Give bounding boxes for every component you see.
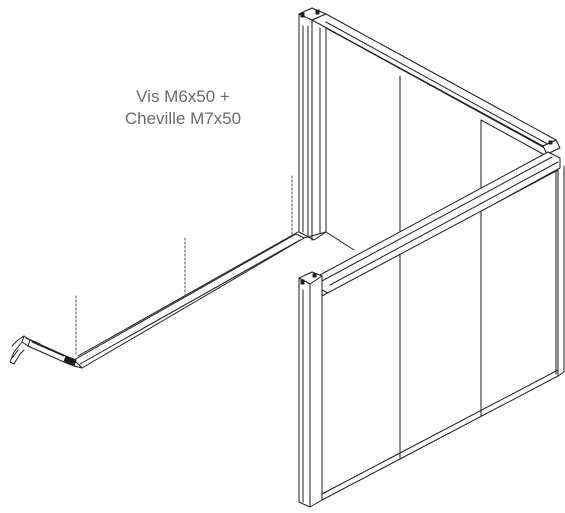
caulking-gun-icon: [9, 335, 77, 367]
back-top-beam: [311, 13, 561, 155]
fastener-annotation: Vis M6x50 + Cheville M7x50: [88, 86, 278, 130]
floor-rail: [73, 231, 327, 369]
drill-guides: [75, 175, 293, 357]
fastener-anchor-text: Cheville M7x50: [124, 109, 242, 128]
side-wall: [317, 151, 565, 501]
front-corner-post: [298, 271, 323, 508]
fastener-screw-text: Vis M6x50 +: [136, 87, 230, 106]
back-corner-post: [298, 7, 327, 241]
